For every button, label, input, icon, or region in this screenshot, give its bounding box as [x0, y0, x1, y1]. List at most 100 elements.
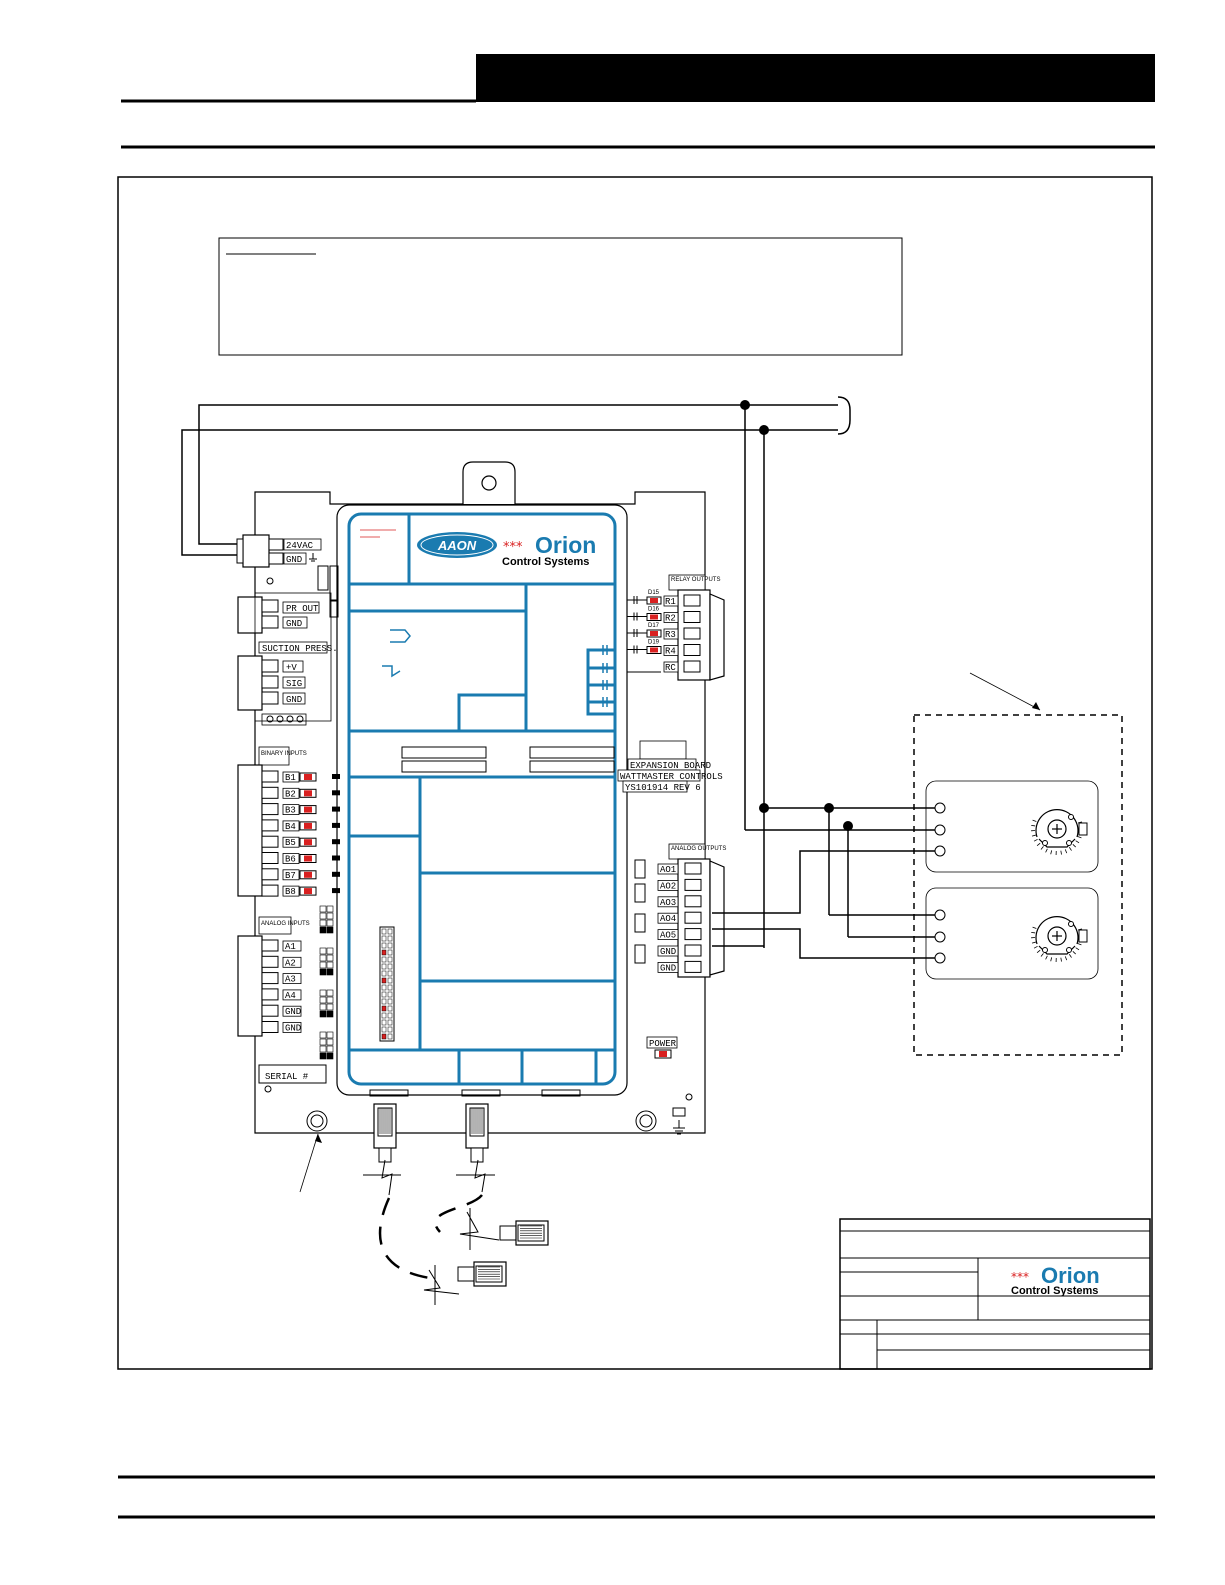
jumper-pin	[326, 989, 334, 997]
relay-led-label: D17	[648, 623, 660, 629]
power-term-gnd: GND	[286, 555, 302, 565]
terminal-screw	[261, 835, 279, 848]
terminal-label-box	[657, 962, 679, 973]
power-label: POWER	[649, 1039, 677, 1049]
dip-switch	[381, 935, 387, 942]
rj11-connector-icon	[373, 1103, 397, 1163]
terminal-label-box	[663, 612, 679, 623]
terminal-label-box	[282, 885, 300, 897]
relay-output-label: R2	[665, 614, 676, 624]
module-label-box	[401, 760, 487, 773]
terminal-label-box	[282, 989, 302, 1001]
terminal-label-box	[282, 956, 302, 968]
jumper-pin	[319, 905, 327, 913]
led-red	[650, 631, 658, 636]
power-term-24vac: 24VAC	[286, 541, 314, 551]
jumper-pin	[326, 947, 334, 955]
dip-switch	[387, 949, 393, 956]
terminal-screw	[683, 660, 701, 673]
jumper-pin	[326, 1010, 334, 1018]
terminal-label-box	[657, 912, 679, 924]
pr-gnd-label: GND	[286, 619, 302, 629]
binary-input-label: B2	[285, 789, 296, 799]
led-red	[650, 598, 658, 603]
jumper-pin	[319, 1052, 327, 1060]
terminal-screw	[684, 911, 702, 924]
notes-box	[218, 237, 903, 356]
led-red	[304, 790, 312, 797]
jumper-pin	[326, 919, 334, 927]
power-led: POWER	[646, 1036, 678, 1059]
terminal-screw	[684, 878, 702, 891]
ground-icon	[672, 1107, 686, 1135]
title-block	[839, 1218, 1151, 1370]
jumper-pin	[319, 1031, 327, 1039]
analog-output-label: GND	[660, 963, 676, 973]
terminal-label-box	[282, 973, 302, 984]
terminal-screw	[261, 786, 279, 799]
component	[634, 944, 646, 964]
jumper-pin	[319, 996, 327, 1004]
orion-sub: Control Systems	[502, 556, 589, 568]
analog-input-label: A2	[285, 958, 296, 968]
orion-logo-module: *** Orion Control Systems	[502, 532, 596, 568]
dip-switch	[381, 991, 387, 998]
dip-switch	[387, 963, 393, 970]
dip-switch	[381, 949, 387, 956]
relay-led-label: D15	[648, 590, 660, 596]
jumper-pin	[326, 1038, 334, 1046]
binary-input-label: B4	[285, 822, 296, 832]
diagram-frame	[117, 176, 1153, 1370]
dip-switch	[387, 956, 393, 963]
dip-switch	[381, 942, 387, 949]
dip-switch	[387, 935, 393, 942]
terminal-screw	[684, 960, 702, 973]
terminal-label-box	[657, 945, 679, 957]
dip-switch	[381, 1005, 387, 1012]
analog-input-label: A1	[285, 942, 296, 952]
jumper-pin	[319, 989, 327, 997]
orion-word: Orion	[535, 532, 596, 558]
jumper-pin	[319, 954, 327, 962]
terminal-label-box	[657, 929, 679, 940]
potentiometer-assembly	[913, 672, 1123, 1056]
terminal-label-box	[282, 1005, 302, 1017]
terminal-label-box	[657, 880, 679, 891]
terminal-screw	[684, 928, 702, 941]
terminal-screw	[684, 862, 702, 875]
terminal-screw	[261, 852, 279, 864]
wire-junction	[843, 821, 853, 831]
dip-switch	[381, 1012, 387, 1019]
relay-output-label: RC	[665, 663, 676, 673]
binary-input-label: B6	[285, 855, 296, 865]
terminal-screw	[261, 1021, 279, 1033]
analog-output-label: AO4	[660, 914, 676, 924]
expansion-label: EXPANSION BOARD WATTMASTER CONTROLS YS10…	[617, 740, 723, 793]
orion-stars: ***	[1011, 1270, 1029, 1284]
component	[634, 883, 646, 903]
component	[332, 790, 340, 796]
component	[332, 855, 340, 861]
orion-sub: Control Systems	[1011, 1285, 1098, 1297]
terminal-screw	[261, 803, 279, 816]
rj11-connector-icon	[499, 1220, 549, 1246]
led-red	[304, 822, 312, 829]
dip-switch	[381, 928, 387, 935]
relay-led-label: D19	[648, 640, 660, 646]
terminal-label-box	[282, 836, 300, 848]
mounting-hole-icon	[306, 1110, 328, 1132]
jumper-pin	[326, 1045, 334, 1053]
dip-switch	[387, 928, 393, 935]
module-label-box	[529, 746, 615, 759]
analog-input-label: A3	[285, 975, 296, 985]
potentiometer-icon	[1031, 916, 1088, 962]
component	[634, 913, 646, 933]
dip-switch	[381, 1019, 387, 1026]
component	[332, 888, 340, 894]
terminal-label-box	[663, 661, 679, 673]
suction-press-connector: SUCTION PRESS. +V SIG GND	[237, 592, 338, 726]
jumper-pin	[319, 947, 327, 955]
jumper-pin	[319, 961, 327, 969]
rj11-connector-icon	[465, 1103, 489, 1163]
